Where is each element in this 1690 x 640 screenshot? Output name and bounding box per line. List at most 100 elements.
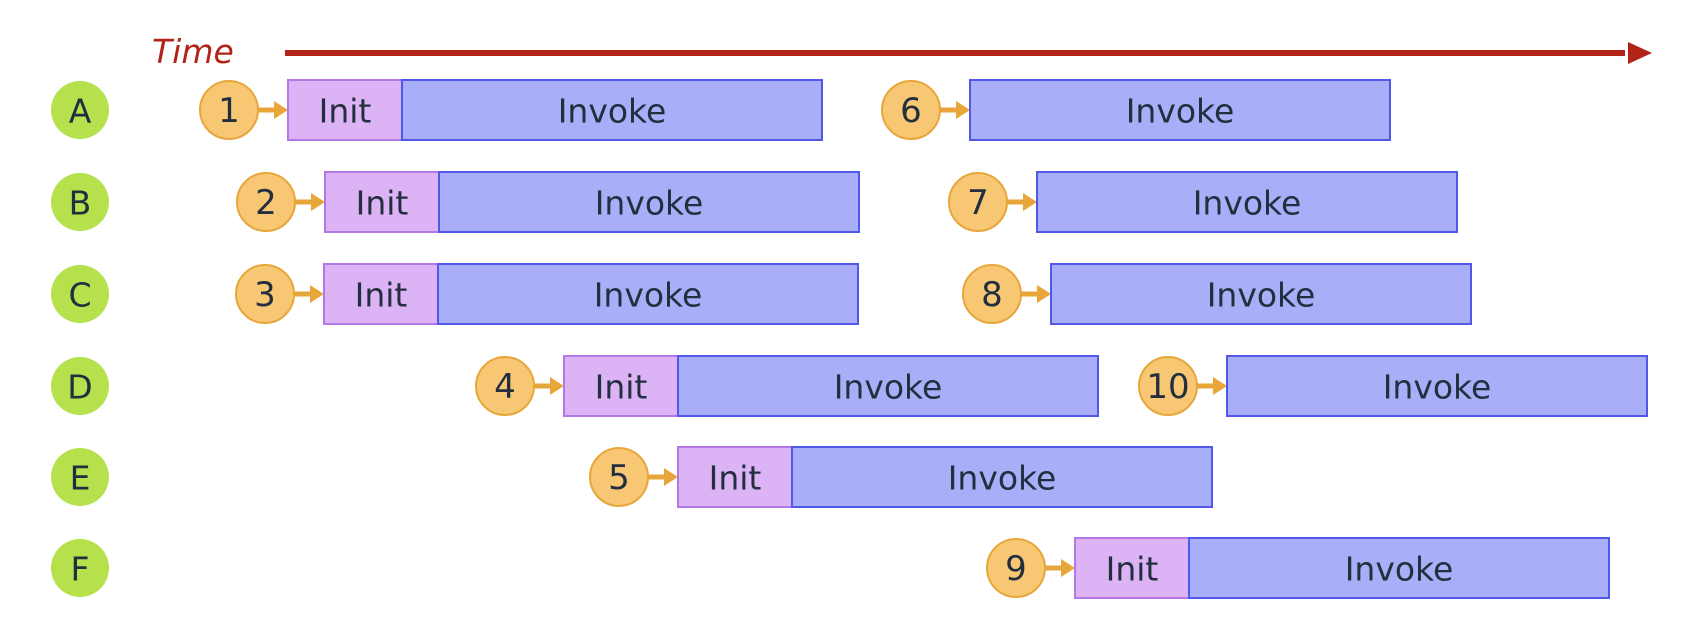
row-d: D 4 Init Invoke 10 Invoke (51, 355, 1648, 417)
init-label: Init (319, 92, 372, 131)
step-badge: 2 (236, 172, 296, 232)
row-badge: C (51, 265, 109, 323)
invoke-label: Invoke (1193, 184, 1302, 223)
time-arrow-head (1628, 42, 1652, 64)
step-number: 8 (981, 275, 1003, 315)
step-arrow-head (956, 101, 970, 119)
row-f: F 9 Init Invoke (51, 537, 1610, 599)
step-number: 4 (494, 367, 516, 407)
event-step-1: 1 Init Invoke (199, 79, 823, 141)
init-box (323, 263, 439, 325)
step-number: 10 (1146, 367, 1189, 407)
invoke-box (401, 79, 823, 141)
invoke-phase: Invoke (791, 446, 1213, 508)
row-badge-circle (51, 81, 109, 139)
invoke-box (677, 355, 1099, 417)
time-axis: Time (152, 32, 1652, 71)
invoke-phase: Invoke (401, 79, 823, 141)
step-badge-circle (948, 172, 1008, 232)
row-badge-label: D (67, 368, 92, 407)
invoke-phase: Invoke (969, 79, 1391, 141)
step-arrow-head (274, 101, 288, 119)
invoke-phase: Invoke (437, 263, 859, 325)
row-badge: D (51, 357, 109, 415)
init-phase: Init (323, 263, 439, 325)
step-arrow-head (1037, 285, 1051, 303)
invoke-box (437, 263, 859, 325)
event-step-5: 5 Init Invoke (589, 446, 1213, 508)
invoke-label: Invoke (1383, 368, 1492, 407)
invoke-label: Invoke (834, 368, 943, 407)
event-step-4: 4 Init Invoke (475, 355, 1099, 417)
step-number: 7 (967, 183, 989, 223)
init-label: Init (709, 459, 762, 498)
row-badge-label: E (70, 459, 91, 498)
event-step-8: 8 Invoke (962, 263, 1472, 325)
init-phase: Init (677, 446, 793, 508)
row-badge-circle (51, 173, 109, 231)
invoke-box (969, 79, 1391, 141)
step-badge-circle (1138, 356, 1198, 416)
invoke-phase: Invoke (1188, 537, 1610, 599)
step-badge-circle (236, 172, 296, 232)
event-step-9: 9 Init Invoke (986, 537, 1610, 599)
event-step-2: 2 Init Invoke (236, 171, 860, 233)
step-badge: 10 (1138, 356, 1198, 416)
invoke-box (1226, 355, 1648, 417)
row-badge-label: C (68, 276, 91, 315)
row-e: E 5 Init Invoke (51, 446, 1213, 508)
row-c: C 3 Init Invoke 8 Invoke (51, 263, 1472, 325)
step-arrow-head (1213, 377, 1227, 395)
init-label: Init (595, 368, 648, 407)
step-arrow-head (664, 468, 678, 486)
step-number: 9 (1005, 549, 1027, 589)
step-number: 2 (255, 183, 277, 223)
invoke-box (1036, 171, 1458, 233)
step-badge: 7 (948, 172, 1008, 232)
event-step-3: 3 Init Invoke (235, 263, 859, 325)
init-label: Init (355, 276, 408, 315)
invoke-phase: Invoke (677, 355, 1099, 417)
invoke-label: Invoke (1126, 92, 1235, 131)
invoke-phase: Invoke (438, 171, 860, 233)
step-badge: 8 (962, 264, 1022, 324)
step-badge-circle (235, 264, 295, 324)
step-number: 3 (254, 275, 276, 315)
step-badge: 5 (589, 447, 649, 507)
init-phase: Init (1074, 537, 1190, 599)
invoke-label: Invoke (558, 92, 667, 131)
step-badge: 3 (235, 264, 295, 324)
init-phase: Init (287, 79, 403, 141)
step-number: 6 (900, 91, 922, 131)
invoke-label: Invoke (595, 184, 704, 223)
step-number: 1 (218, 91, 240, 131)
step-arrow-head (1061, 559, 1075, 577)
init-box (677, 446, 793, 508)
invoke-label: Invoke (948, 459, 1057, 498)
step-arrow-head (311, 193, 325, 211)
invoke-label: Invoke (1207, 276, 1316, 315)
step-badge-circle (986, 538, 1046, 598)
invoke-phase: Invoke (1226, 355, 1648, 417)
init-box (563, 355, 679, 417)
row-badge-circle (51, 539, 109, 597)
row-badge-circle (51, 448, 109, 506)
time-label: Time (152, 32, 234, 71)
init-label: Init (1106, 550, 1159, 589)
event-step-6: 6 Invoke (881, 79, 1391, 141)
step-badge-circle (199, 80, 259, 140)
init-label: Init (356, 184, 409, 223)
step-number: 5 (608, 458, 630, 498)
row-badge-label: F (71, 550, 90, 589)
init-phase: Init (563, 355, 679, 417)
step-badge: 1 (199, 80, 259, 140)
step-badge: 4 (475, 356, 535, 416)
invoke-box (791, 446, 1213, 508)
step-badge-circle (589, 447, 649, 507)
init-phase: Init (324, 171, 440, 233)
invoke-phase: Invoke (1050, 263, 1472, 325)
init-box (1074, 537, 1190, 599)
